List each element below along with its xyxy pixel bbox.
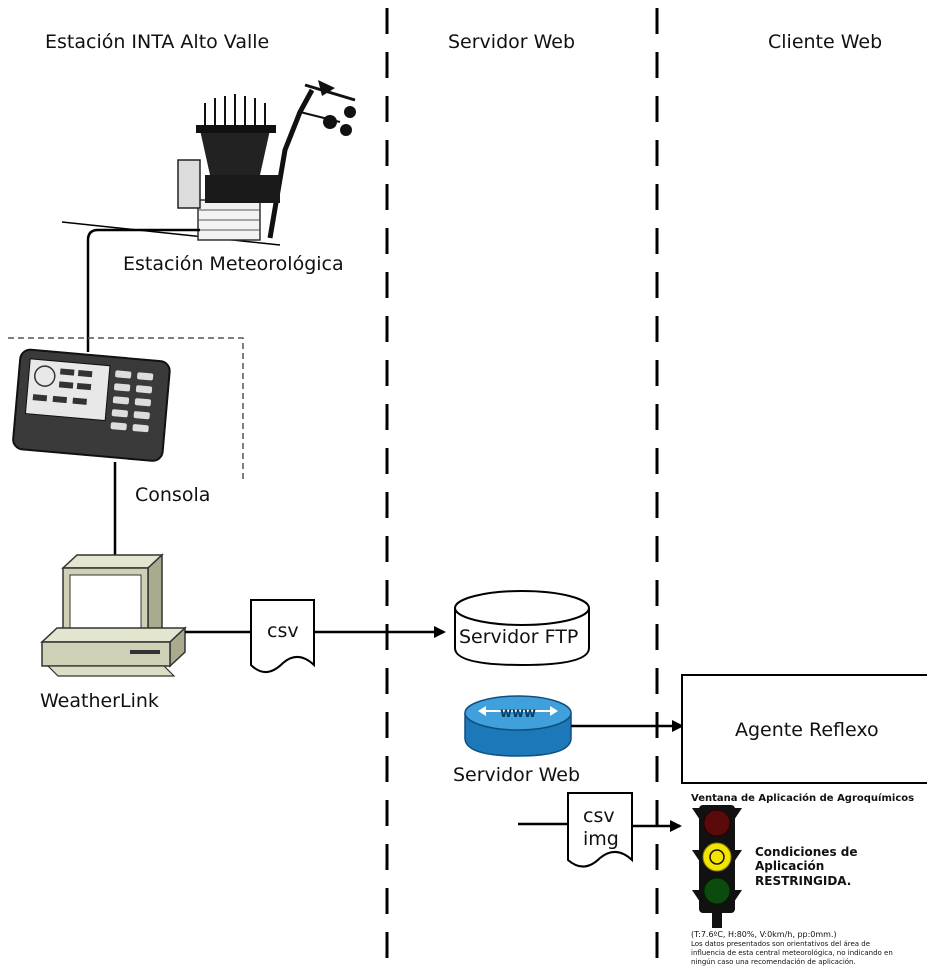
csv-img-label-line2: img [583,828,619,850]
traffic-reading: (T:7.6ºC, H:80%, V:0km/h, pp:0mm.) [691,930,837,939]
weather-station-label: Estación Meteorológica [123,253,344,275]
ftp-server-icon [454,590,590,667]
weather-station-icon [61,80,356,246]
csv-document-icon [250,599,315,673]
traffic-light-icon [692,805,742,928]
traffic-status-line1: Condiciones de [755,845,858,859]
traffic-light-panel: Ventana de Aplicación de Agroquímicos Co… [691,792,914,966]
web-server-label: Servidor Web [453,764,580,786]
traffic-disclaimer-line1: Los datos presentados son orientativos d… [691,940,870,948]
console-boundary [8,337,244,480]
traffic-status-line3: RESTRINGIDA. [755,874,851,888]
weatherlink-label: WeatherLink [40,690,159,712]
weatherlink-computer-icon [40,553,187,677]
console-label: Consola [135,484,210,506]
column-header-server: Servidor Web [448,31,575,53]
www-badge: www [500,706,536,721]
traffic-red-light [703,809,731,837]
station-console-cable [86,228,200,352]
agent-box [681,674,927,784]
column-header-client: Cliente Web [768,31,882,53]
ftp-server-label: Servidor FTP [459,626,578,648]
agent-label: Agente Reflexo [735,719,879,741]
csv-document-label: csv [267,620,299,642]
csv-img-document-icon [567,792,633,868]
traffic-disclaimer-line2: influencia de esta central meteorológica… [691,949,893,957]
traffic-panel-title: Ventana de Aplicación de Agroquímicos [691,792,914,804]
traffic-green-light [703,877,731,905]
column-header-station: Estación INTA Alto Valle [45,31,269,53]
traffic-status-line2: Aplicación [755,859,824,873]
traffic-yellow-light [702,842,732,872]
console-icon [12,348,171,462]
traffic-disclaimer-line3: ningún caso una recomendación de aplicac… [691,958,856,966]
web-server-icon: www [464,695,572,757]
csv-img-label-line1: csv [583,805,615,827]
